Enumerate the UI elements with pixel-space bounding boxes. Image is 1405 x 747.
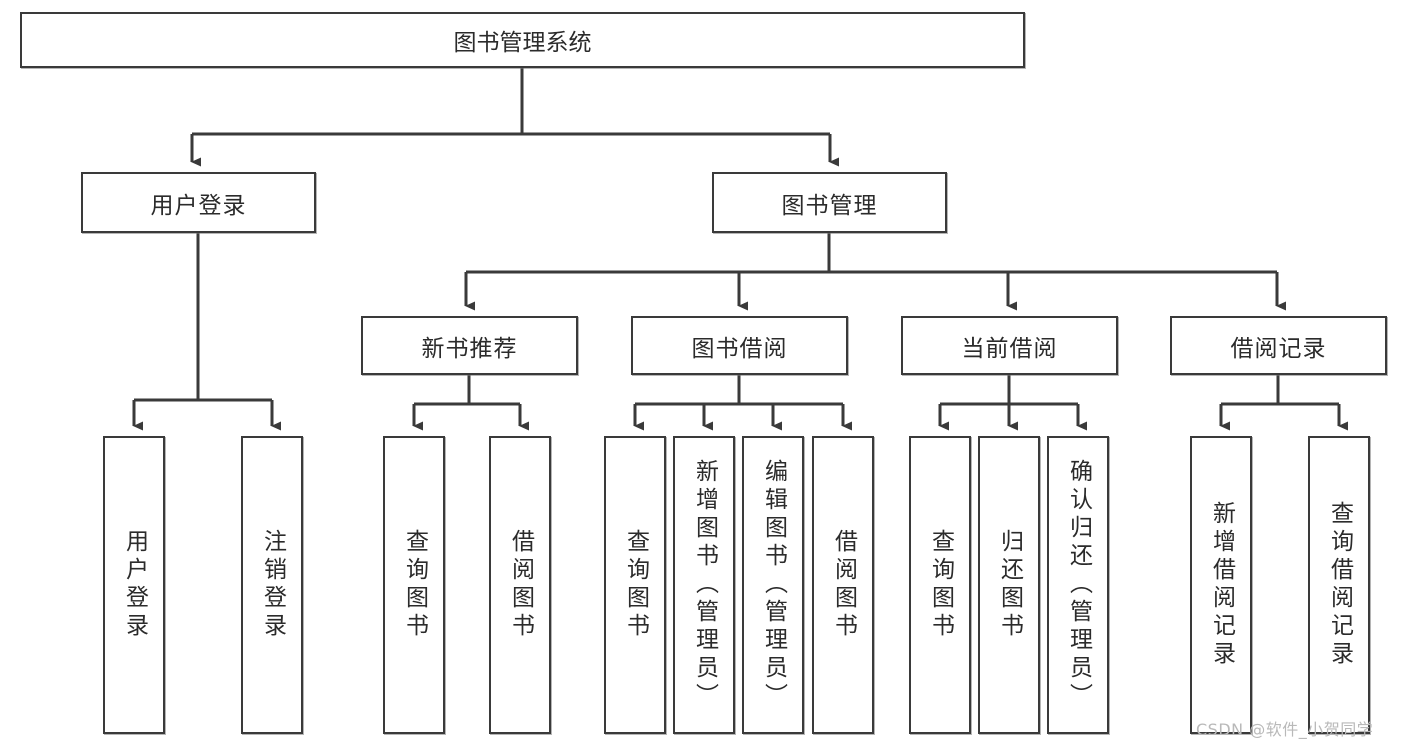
- leaf-current-borrow-query[interactable]: 查询图书: [909, 436, 971, 734]
- node-book-borrow[interactable]: 图书借阅: [631, 316, 848, 375]
- leaf-user-login-login[interactable]: 用户登录: [103, 436, 165, 734]
- leaf-borrow-record-query[interactable]: 查询借阅记录: [1308, 436, 1370, 734]
- leaf-book-borrow-add[interactable]: 新增图书（管理员）: [673, 436, 735, 734]
- leaf-label: 借阅图书: [830, 529, 857, 641]
- leaf-label: 确认归还（管理员）: [1065, 459, 1092, 711]
- node-current-borrow[interactable]: 当前借阅: [901, 316, 1118, 375]
- leaf-label: 查询图书: [401, 529, 428, 641]
- leaf-label: 查询图书: [927, 529, 954, 641]
- node-book-management[interactable]: 图书管理: [712, 172, 947, 233]
- leaf-new-book-query[interactable]: 查询图书: [383, 436, 445, 734]
- leaf-label: 新增图书（管理员）: [691, 459, 718, 711]
- leaf-label: 用户登录: [121, 529, 148, 641]
- leaf-label: 编辑图书（管理员）: [760, 459, 787, 711]
- leaf-book-borrow-query[interactable]: 查询图书: [604, 436, 666, 734]
- leaf-new-book-borrow[interactable]: 借阅图书: [489, 436, 551, 734]
- leaf-current-borrow-return[interactable]: 归还图书: [978, 436, 1040, 734]
- node-user-login[interactable]: 用户登录: [81, 172, 316, 233]
- node-new-book-recommend[interactable]: 新书推荐: [361, 316, 578, 375]
- leaf-borrow-record-add[interactable]: 新增借阅记录: [1190, 436, 1252, 734]
- leaf-label: 查询借阅记录: [1326, 501, 1353, 669]
- leaf-book-borrow-edit[interactable]: 编辑图书（管理员）: [742, 436, 804, 734]
- leaf-user-login-logout[interactable]: 注销登录: [241, 436, 303, 734]
- leaf-label: 查询图书: [622, 529, 649, 641]
- node-borrow-record[interactable]: 借阅记录: [1170, 316, 1387, 375]
- leaf-label: 新增借阅记录: [1208, 501, 1235, 669]
- leaf-label: 注销登录: [259, 529, 286, 641]
- leaf-label: 归还图书: [996, 529, 1023, 641]
- leaf-book-borrow-borrow[interactable]: 借阅图书: [812, 436, 874, 734]
- node-root-system[interactable]: 图书管理系统: [20, 12, 1025, 68]
- leaf-label: 借阅图书: [507, 529, 534, 641]
- csdn-watermark: CSDN @软件_小贺同学: [1196, 720, 1374, 739]
- leaf-current-borrow-confirm-return[interactable]: 确认归还（管理员）: [1047, 436, 1109, 734]
